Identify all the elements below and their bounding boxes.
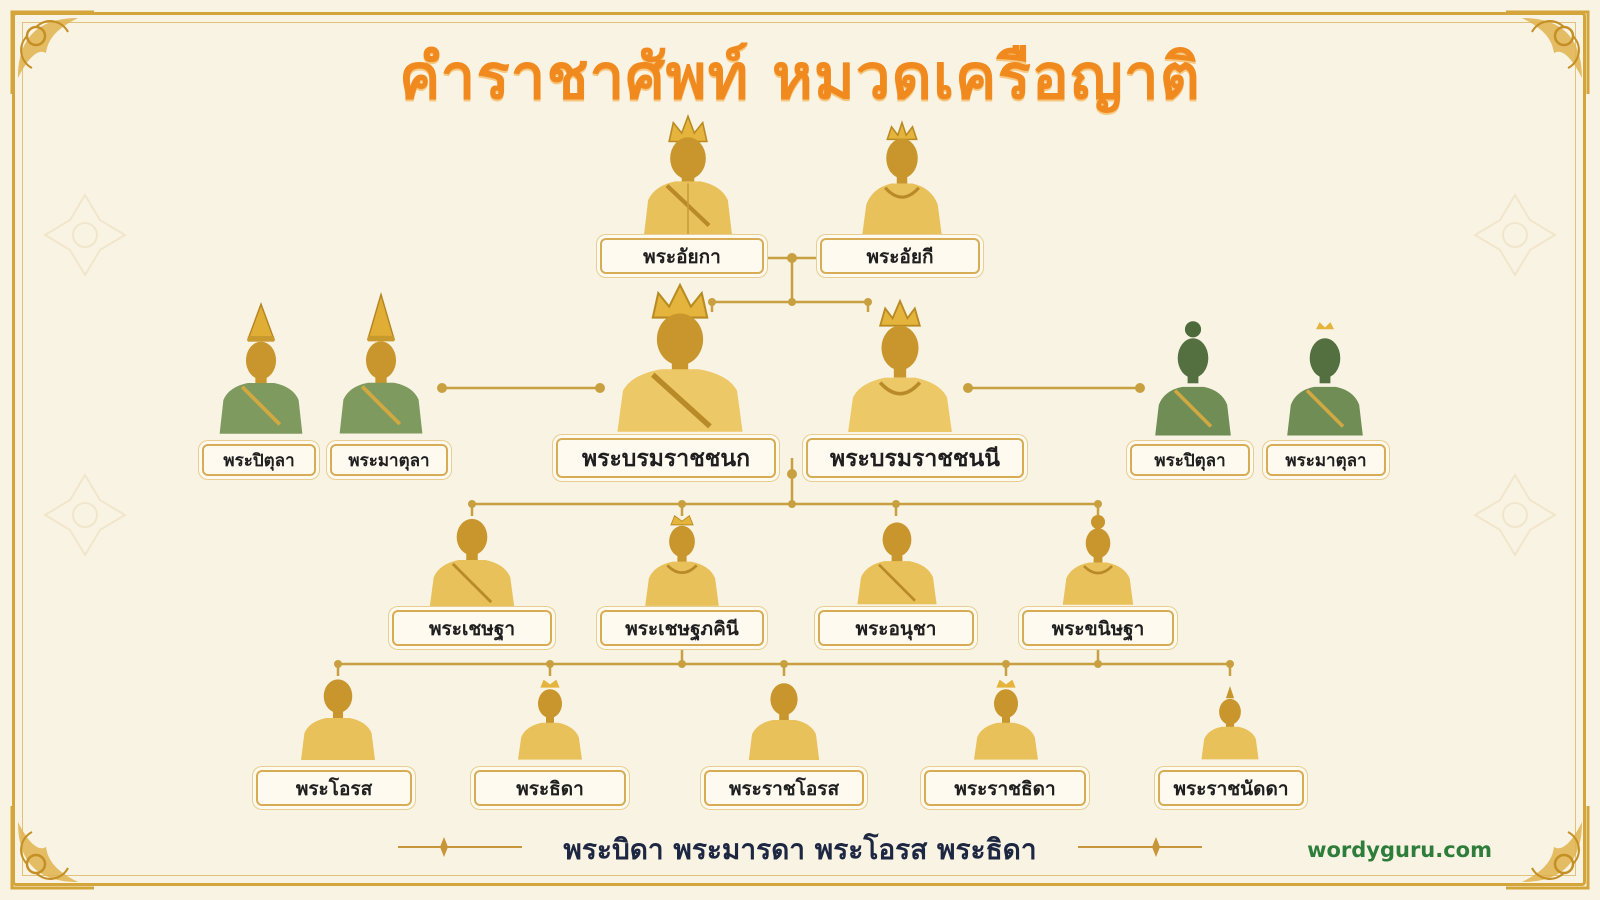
label-younger-brother: พระอนุชา <box>818 610 974 646</box>
label-paternal-uncle-left: พระปิตุลา <box>202 444 316 476</box>
tiara-icon <box>886 120 918 141</box>
elder-brother-figure <box>429 518 515 606</box>
son-figure <box>301 679 375 760</box>
daughter-figure <box>518 679 582 760</box>
grandfather-figure <box>643 114 733 236</box>
label-royal-daughter: พระราชธิดา <box>924 770 1086 806</box>
maternal-uncle-figure <box>339 291 423 434</box>
corner-ornament-icon <box>10 10 94 94</box>
grandmother-figure <box>862 120 942 236</box>
corner-ornament-icon <box>1506 10 1590 94</box>
footer-text: พระบิดา พระมารดา พระโอรส พระธิดา <box>563 833 1037 866</box>
label-grandfather: พระอัยกา <box>600 238 764 274</box>
royal-son-figure <box>748 683 820 760</box>
mother-figure <box>848 298 952 432</box>
label-daughter: พระธิดา <box>474 770 626 806</box>
label-mother: พระบรมราชชนนี <box>806 438 1024 478</box>
tiara-icon <box>996 679 1016 688</box>
father-figure <box>617 282 743 432</box>
chada-crown-icon <box>246 302 276 342</box>
grandchild-figure <box>1201 685 1259 760</box>
thai-ornament-icon <box>43 473 127 557</box>
thai-ornament-icon <box>1473 193 1557 277</box>
label-maternal-uncle-right: พระมาตุลา <box>1266 444 1386 476</box>
thai-ornament-icon <box>1152 837 1160 857</box>
tiara-icon <box>670 514 694 526</box>
tiara-icon <box>540 679 560 688</box>
elder-sister-figure <box>645 514 719 606</box>
paternal-uncle-figure <box>219 302 303 434</box>
label-grandmother: พระอัยกี <box>820 238 980 274</box>
royal-daughter-figure <box>974 679 1038 760</box>
thai-ornament-icon <box>1473 473 1557 557</box>
page-title: คำราชาศัพท์ หมวดเครือญาติ <box>399 40 1201 113</box>
outer-frame <box>12 12 1586 886</box>
footer-divider-right <box>1078 846 1202 848</box>
younger-sister-figure <box>1062 515 1134 605</box>
label-royal-grandchild: พระราชนัดดา <box>1158 770 1304 806</box>
label-younger-sister: พระขนิษฐา <box>1022 610 1174 646</box>
younger-brother-figure <box>857 522 937 605</box>
tiara-icon <box>878 298 922 327</box>
thai-ornament-icon <box>440 837 448 857</box>
inner-frame <box>22 22 1576 876</box>
label-father: พระบรมราชชนก <box>556 438 776 478</box>
chada-crown-icon <box>366 291 396 342</box>
label-son: พระโอรส <box>256 770 412 806</box>
footer-divider-left <box>398 846 522 848</box>
brand-label[interactable]: wordyguru.com <box>1307 838 1492 862</box>
label-elder-brother: พระเชษฐา <box>392 610 552 646</box>
corner-ornament-icon <box>10 806 94 890</box>
label-paternal-uncle-right: พระปิตุลา <box>1130 444 1250 476</box>
label-royal-son: พระราชโอรส <box>704 770 864 806</box>
crown-icon <box>651 282 709 319</box>
corner-ornament-icon <box>1506 806 1590 890</box>
label-elder-sister: พระเชษฐภคินี <box>600 610 764 646</box>
label-maternal-uncle-left: พระมาตุลา <box>330 444 448 476</box>
maternal-uncle-right-figure <box>1287 322 1363 436</box>
tiara-icon <box>1316 322 1334 330</box>
crown-icon <box>668 114 708 143</box>
thai-ornament-icon <box>43 193 127 277</box>
paternal-uncle-right-figure <box>1155 321 1231 436</box>
